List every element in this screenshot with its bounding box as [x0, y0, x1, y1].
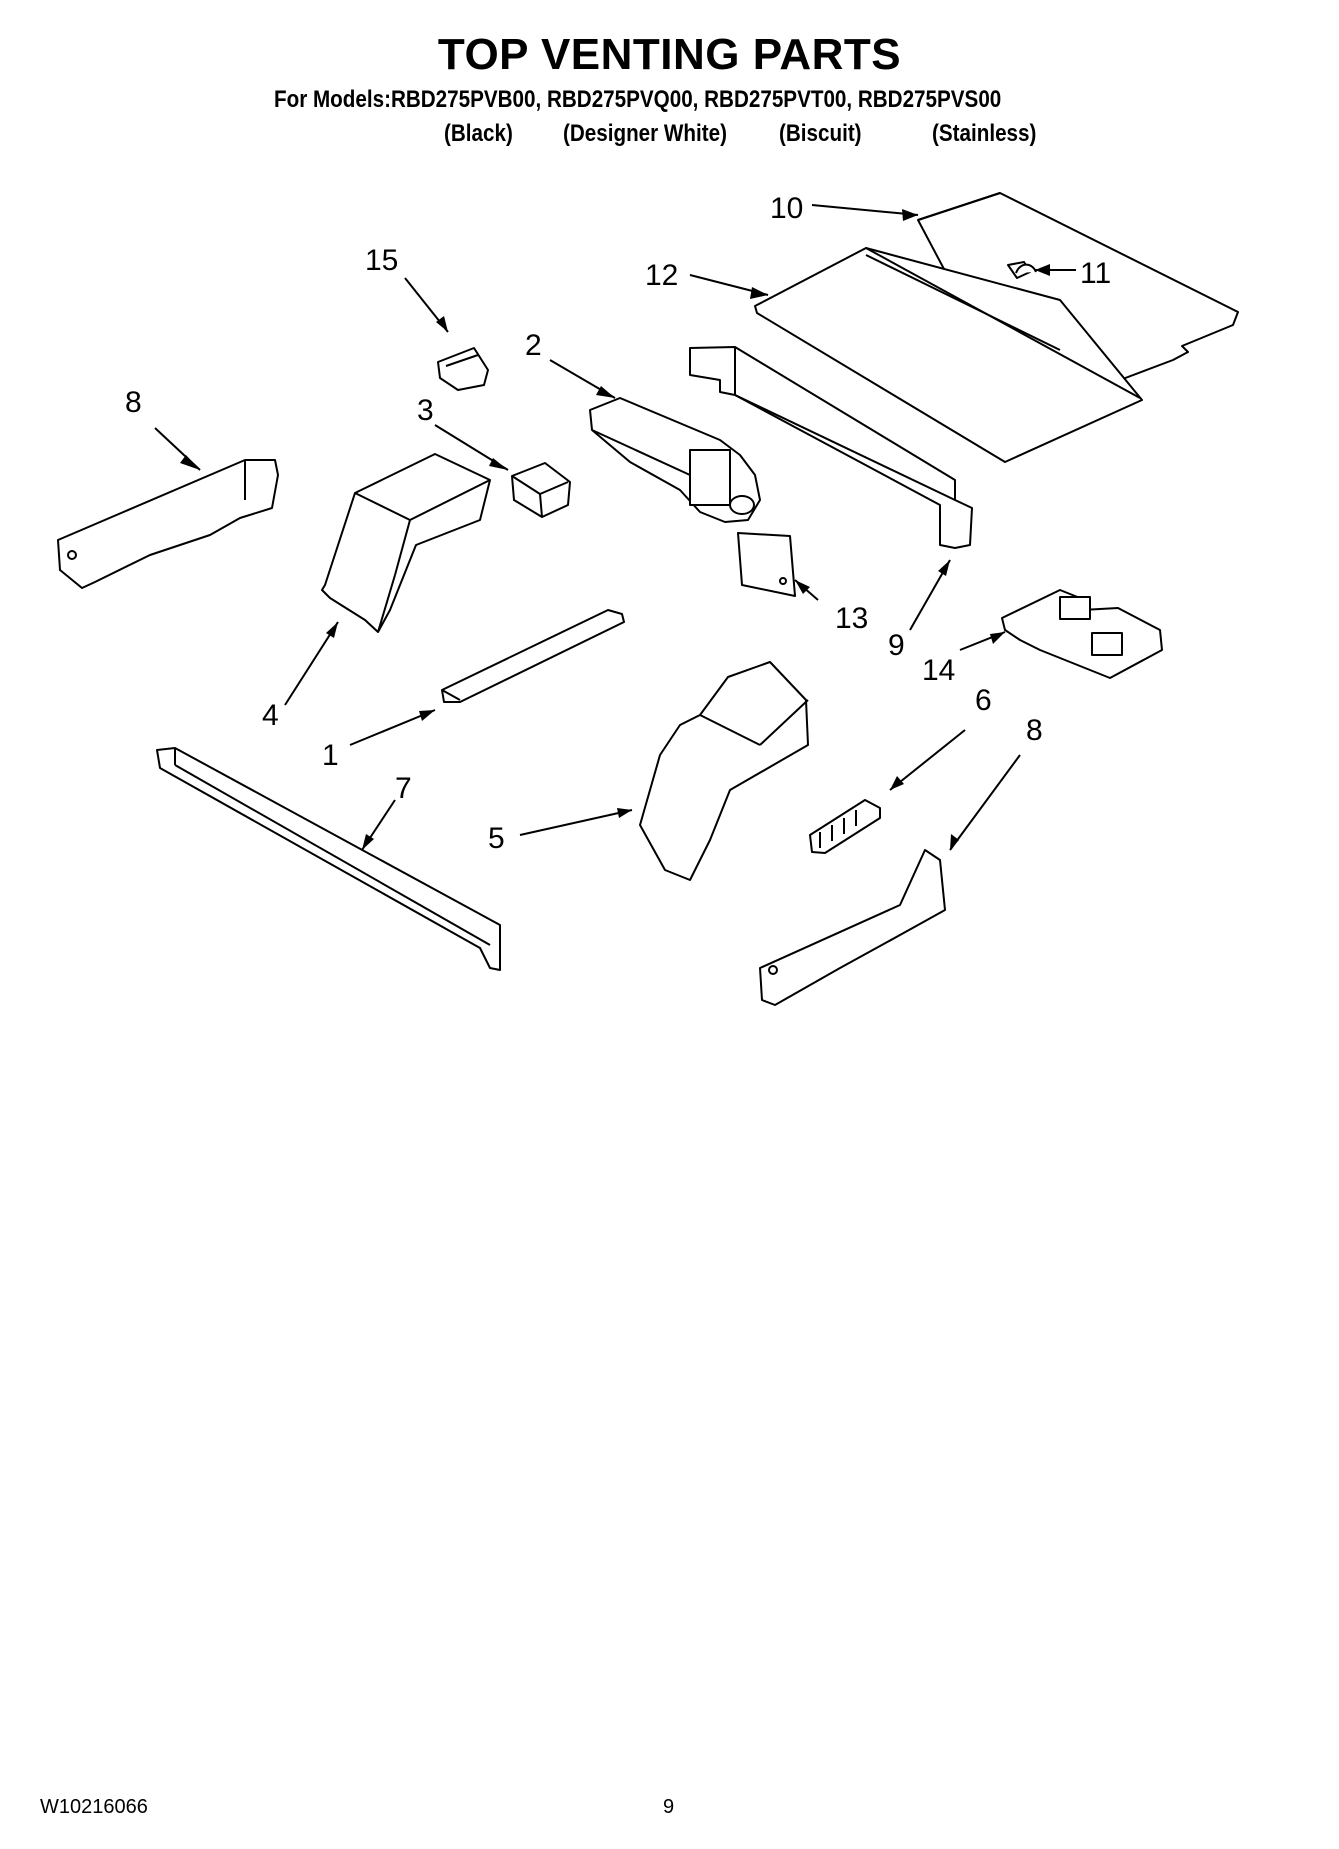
variant-stainless: (Stainless) — [932, 120, 1037, 147]
variant-designer-white: (Designer White) — [563, 120, 727, 147]
part-7-long-rail — [156, 747, 501, 971]
part-3-block — [511, 462, 571, 518]
callout-14: 14 — [922, 654, 955, 687]
part-12-vent-panel — [754, 247, 1143, 463]
part-2-motor-assembly — [589, 397, 761, 523]
callout-4: 4 — [262, 699, 279, 732]
part-9-vent-channel — [689, 346, 973, 549]
part-1-strip — [441, 609, 625, 703]
part-6-terminal-block — [809, 799, 881, 854]
callout-1: 1 — [322, 739, 339, 772]
callout-12: 12 — [645, 259, 678, 292]
callout-3: 3 — [417, 394, 434, 427]
part-15-connector — [437, 347, 489, 391]
callout-9: 9 — [888, 629, 905, 662]
part-8-right-bracket — [759, 849, 946, 1006]
callout-7: 7 — [395, 772, 412, 805]
part-14-switch-bracket — [1001, 589, 1163, 679]
part-8-left-bracket — [57, 459, 279, 589]
callout-10: 10 — [770, 192, 803, 225]
callout-6: 6 — [975, 684, 992, 717]
page-number: 9 — [663, 1796, 675, 1818]
callout-5: 5 — [488, 822, 505, 855]
page-title: TOP VENTING PARTS — [437, 30, 902, 79]
callout-11: 11 — [1080, 257, 1111, 290]
leader-lines — [154, 204, 1076, 851]
callout-8-left: 8 — [125, 386, 142, 419]
callout-15: 15 — [365, 244, 398, 277]
variant-biscuit: (Biscuit) — [779, 120, 862, 147]
callout-8-right: 8 — [1026, 714, 1043, 747]
models-line: For Models:RBD275PVB00, RBD275PVQ00, RBD… — [274, 86, 1002, 113]
variant-black: (Black) — [444, 120, 513, 147]
part-13-square-plate — [737, 532, 796, 597]
callout-2: 2 — [525, 329, 542, 362]
callout-13: 13 — [835, 602, 868, 635]
part-5-duct-shield — [639, 661, 809, 881]
document-number: W10216066 — [40, 1796, 148, 1818]
part-4-duct — [321, 453, 491, 633]
